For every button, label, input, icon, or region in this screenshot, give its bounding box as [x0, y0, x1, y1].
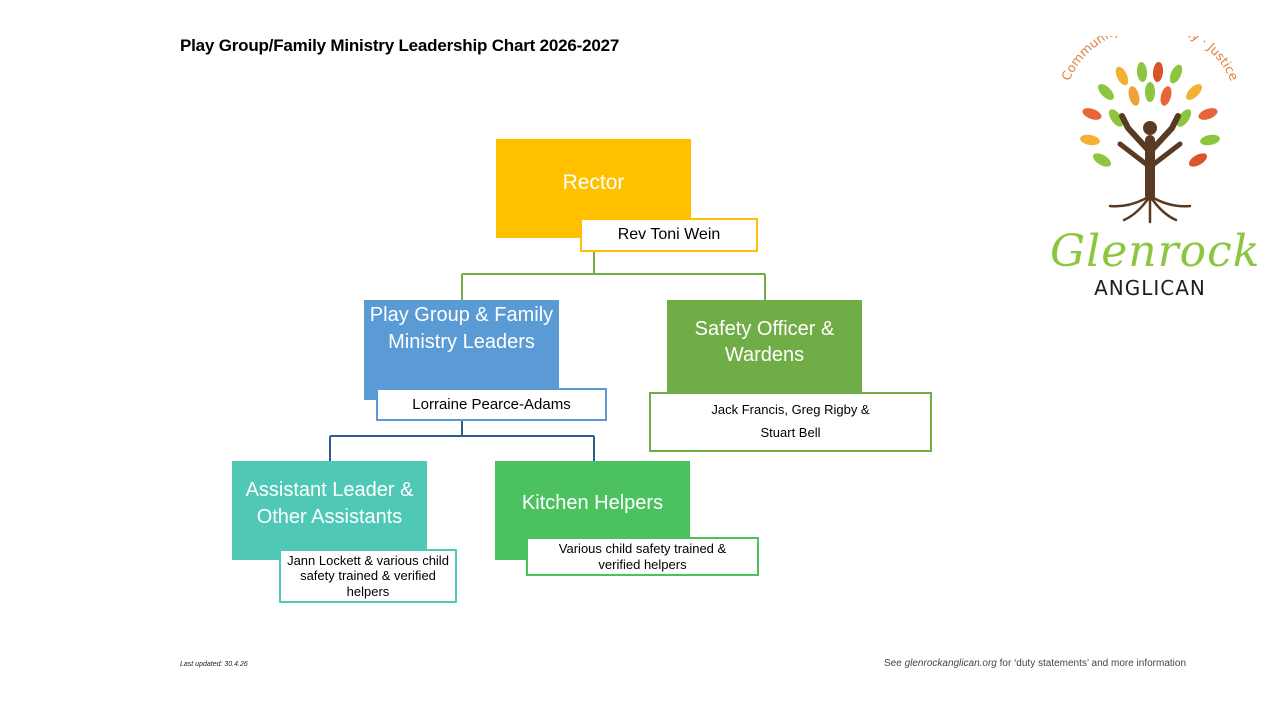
rector-connector [461, 252, 766, 300]
safety-box: Safety Officer & Wardens [667, 300, 862, 396]
assistant-name-box: Jann Lockett & various child safety trai… [279, 549, 457, 603]
last-updated: Last updated: 30.4.26 [180, 661, 248, 668]
playgroup-name-box: Lorraine Pearce-Adams [376, 388, 607, 421]
footer-see-suffix: for ‘duty statements’ and more informati… [996, 658, 1187, 669]
assistant-role: Assistant Leader & Other Assistants [245, 479, 414, 528]
assistant-box: Assistant Leader & Other Assistants [232, 461, 427, 560]
kitchen-name: Various child safety trained & verified … [558, 540, 727, 572]
rector-name: Rev Toni Wein [617, 226, 721, 244]
kitchen-name-box: Various child safety trained & verified … [526, 537, 759, 576]
tree-trunk [1108, 113, 1192, 224]
svg-text:Community · Spirituality · Jus: Community · Spirituality · Justice [1058, 36, 1242, 83]
footer-see-prefix: See [884, 658, 905, 669]
playgroup-connector [329, 421, 595, 461]
glenrock-anglican-logo: Community · Spirituality · Justice [1050, 36, 1261, 304]
footer-info: See glenrockanglican.org for ‘duty state… [884, 658, 1186, 669]
kitchen-role: Kitchen Helpers [521, 492, 664, 514]
page-title: Play Group/Family Ministry Leadership Ch… [180, 36, 620, 55]
logo-glenrock-text: Glenrock [1050, 226, 1261, 277]
playgroup-name: Lorraine Pearce-Adams [412, 395, 571, 413]
logo-anglican-text: ANGLICAN [1094, 276, 1206, 300]
website-link[interactable]: glenrockanglican.org [904, 658, 997, 669]
logo-arc-text: Community · Spirituality · Justice [1058, 36, 1242, 83]
tree-emblem-icon: Community · Spirituality · Justice [1058, 36, 1242, 224]
tree-leaves [1080, 62, 1220, 167]
rector-role: Rector [562, 171, 625, 194]
playgroup-box: Play Group & Family Ministry Leaders [364, 300, 559, 400]
playgroup-role: Play Group & Family Ministry Leaders [369, 304, 554, 353]
safety-role: Safety Officer & Wardens [694, 318, 835, 366]
safety-name: Jack Francis, Greg Rigby & Stuart Bell [711, 402, 870, 440]
safety-name-box: Jack Francis, Greg Rigby & Stuart Bell [649, 392, 932, 452]
rector-name-box: Rev Toni Wein [580, 218, 758, 252]
assistant-name: Jann Lockett & various child safety trai… [287, 552, 449, 599]
